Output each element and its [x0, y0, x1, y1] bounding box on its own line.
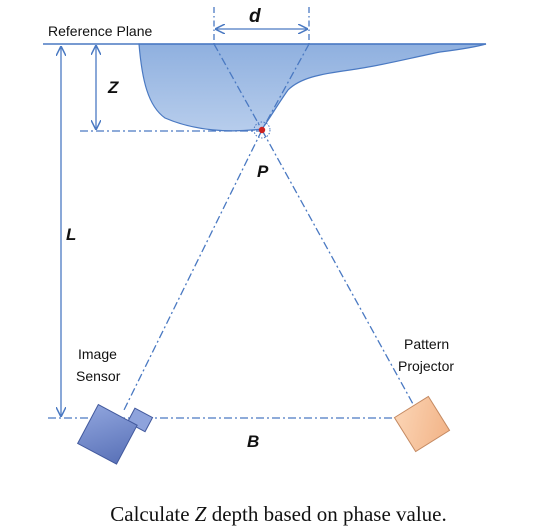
sensor-label-line2: Sensor — [76, 368, 121, 384]
sensor-label-line1: Image — [78, 346, 117, 362]
pattern-projector-icon — [393, 395, 451, 453]
reference-plane-label: Reference Plane — [48, 23, 153, 39]
ray-p-to-projector — [261, 129, 414, 405]
d-label: d — [249, 6, 261, 27]
caption-symbol: Z — [194, 502, 207, 526]
b-label: B — [247, 432, 259, 451]
figure-caption: Calculate Z depth based on phase value. — [0, 502, 557, 528]
ray-p-to-sensor — [123, 129, 263, 411]
caption-after: depth based on phase value. — [206, 502, 447, 526]
z-label: Z — [107, 78, 119, 97]
ray-left-to-p — [213, 43, 263, 131]
ray-right-to-p — [261, 43, 310, 131]
caption-before: Calculate — [110, 502, 195, 526]
l-label: L — [66, 225, 76, 244]
projector-label-line1: Pattern — [404, 336, 449, 352]
object-surface — [138, 43, 487, 132]
p-label: P — [257, 162, 269, 181]
image-sensor-icon — [76, 403, 154, 465]
point-p-marker — [253, 121, 271, 139]
projector-label-line2: Projector — [398, 358, 454, 374]
